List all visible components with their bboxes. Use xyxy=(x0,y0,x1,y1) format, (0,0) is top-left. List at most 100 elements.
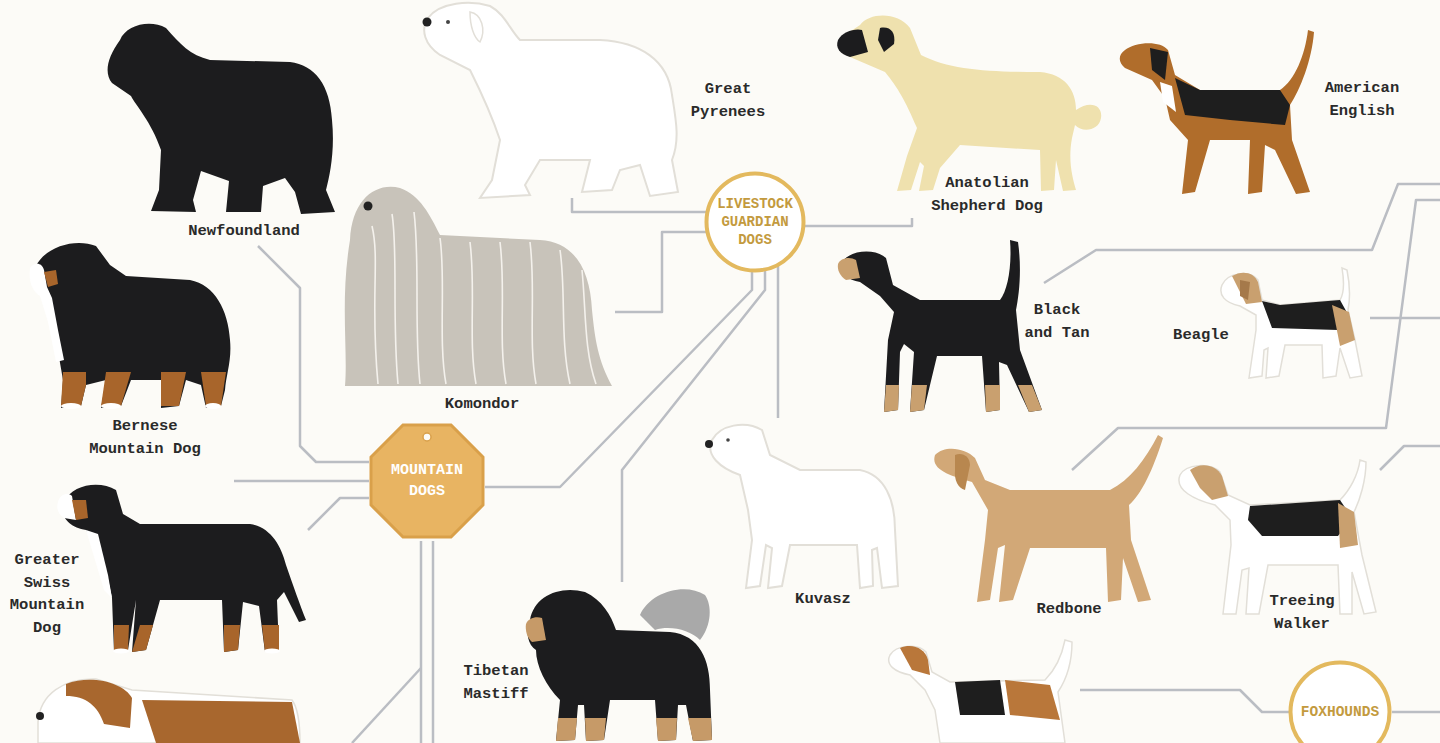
dog-leg xyxy=(161,372,186,406)
dog-head-patch xyxy=(1190,465,1228,500)
dog-silhouette xyxy=(528,590,712,741)
breed-label: American English xyxy=(1320,77,1404,122)
dog-silhouette xyxy=(1120,30,1314,194)
breed-label: Tibetan Mastiff xyxy=(459,660,533,705)
dog-silhouette xyxy=(1221,268,1362,378)
coat-cord xyxy=(530,242,536,384)
dog-leg xyxy=(201,372,226,406)
group-label: LIVESTOCK GUARDIAN DOGS xyxy=(713,195,797,249)
group-octagon: MOUNTAIN DOGS xyxy=(369,423,485,539)
dog-leg xyxy=(884,385,899,412)
breed-node: Anatolian Shepherd Dog xyxy=(832,10,1105,218)
breed-node: Greater Swiss Mountain Dog xyxy=(4,478,308,660)
group-ring xyxy=(707,174,804,271)
sign-post xyxy=(420,541,423,743)
american-english-figure xyxy=(1120,30,1314,194)
dog-silhouette xyxy=(108,24,335,214)
redbone-figure xyxy=(934,435,1163,602)
dog-ear xyxy=(1240,280,1250,300)
dog-silhouette xyxy=(32,243,231,408)
coat-cords xyxy=(372,212,596,384)
breed-node: Tibetan Mastiff xyxy=(455,582,714,743)
group-circle: LIVESTOCK GUARDIAN DOGS xyxy=(704,171,806,273)
dog-paw xyxy=(205,403,221,409)
dog-saddle xyxy=(1175,78,1290,125)
dog-nose xyxy=(423,18,432,27)
newfoundland-figure xyxy=(108,24,335,214)
tibetan-mastiff-figure xyxy=(526,589,712,741)
group-ring xyxy=(1291,663,1390,743)
dog-silhouette xyxy=(934,435,1163,602)
dog-leg xyxy=(910,385,927,412)
connector-line xyxy=(258,246,369,462)
dog-silhouette xyxy=(345,187,612,386)
treeing-walker-figure xyxy=(1179,460,1376,614)
tree-wire xyxy=(352,668,421,743)
dog-rear-patch xyxy=(1338,503,1358,548)
dog-mask xyxy=(837,29,868,57)
anatolian-figure xyxy=(837,16,1101,191)
dog-silhouette xyxy=(424,3,678,198)
dog-nose xyxy=(705,440,713,448)
dog-head-patch xyxy=(1232,273,1262,304)
tree-wire xyxy=(1392,711,1440,714)
breed-node: Treeing Walker xyxy=(1172,458,1378,636)
dog-leg xyxy=(101,372,131,406)
dog-leg xyxy=(224,625,240,652)
dog-paw xyxy=(61,403,81,409)
breed-node: Bernese Mountain Dog xyxy=(26,236,234,484)
coat-cord xyxy=(582,270,596,384)
group-text-wrap: MOUNTAIN DOGS xyxy=(369,423,485,539)
coat-cord xyxy=(560,250,570,384)
breed-node: Redbone xyxy=(928,432,1165,622)
dog-saddle xyxy=(1248,500,1352,536)
breed-node: Black and Tan xyxy=(836,236,1098,418)
dog-silhouette xyxy=(38,679,300,743)
dog-silhouette xyxy=(62,485,306,652)
breed-label: Kuvasz xyxy=(786,588,860,611)
dog-chest xyxy=(86,530,112,598)
breed-label: Newfoundland xyxy=(184,220,305,243)
coat-cord xyxy=(392,214,398,384)
dog-silhouette xyxy=(889,640,1072,743)
coat-cord xyxy=(470,242,476,384)
breed-node: Komondor xyxy=(338,183,615,416)
coat-cord xyxy=(440,238,446,384)
connector-line xyxy=(308,498,369,530)
breed-label: Komondor xyxy=(436,393,529,416)
dog-nose xyxy=(36,712,44,720)
dog-leg xyxy=(262,625,279,652)
dog-body-patch xyxy=(142,700,300,743)
breed-node: Newfoundland xyxy=(105,20,338,246)
dog-eye xyxy=(446,20,450,24)
dog-leg xyxy=(556,718,577,741)
dog-eye xyxy=(364,202,373,211)
dog-chest xyxy=(1160,82,1176,112)
group-label: MOUNTAIN DOGS xyxy=(387,460,468,502)
dog-ear xyxy=(955,454,970,490)
dog-body-patch xyxy=(1005,680,1060,720)
dog-tail xyxy=(640,589,710,640)
sign-post xyxy=(432,541,435,743)
tree-wire xyxy=(1044,184,1440,283)
group-circle: FOXHOUNDS xyxy=(1288,660,1392,743)
saint-bernard-figure xyxy=(36,679,300,743)
breed-label: Greater Swiss Mountain Dog xyxy=(7,549,86,639)
dog-muzzle xyxy=(838,258,860,280)
dog-cheek xyxy=(72,500,88,520)
dog-blaze xyxy=(30,264,64,362)
breed-node: American English xyxy=(1118,28,1408,198)
dog-eye xyxy=(726,438,730,442)
dog-silhouette xyxy=(1179,460,1376,614)
foxhound-figure xyxy=(889,640,1072,743)
sign-hole xyxy=(423,433,431,441)
connector-line xyxy=(485,270,752,487)
kuvasz-figure xyxy=(705,425,898,588)
tree-wire xyxy=(1380,446,1440,470)
dog-leg xyxy=(656,718,677,741)
breed-node: Great Pyrenees xyxy=(418,2,775,198)
komondor-figure xyxy=(345,187,612,386)
dog-cheek xyxy=(44,270,58,287)
dog-head-patch xyxy=(66,680,132,728)
